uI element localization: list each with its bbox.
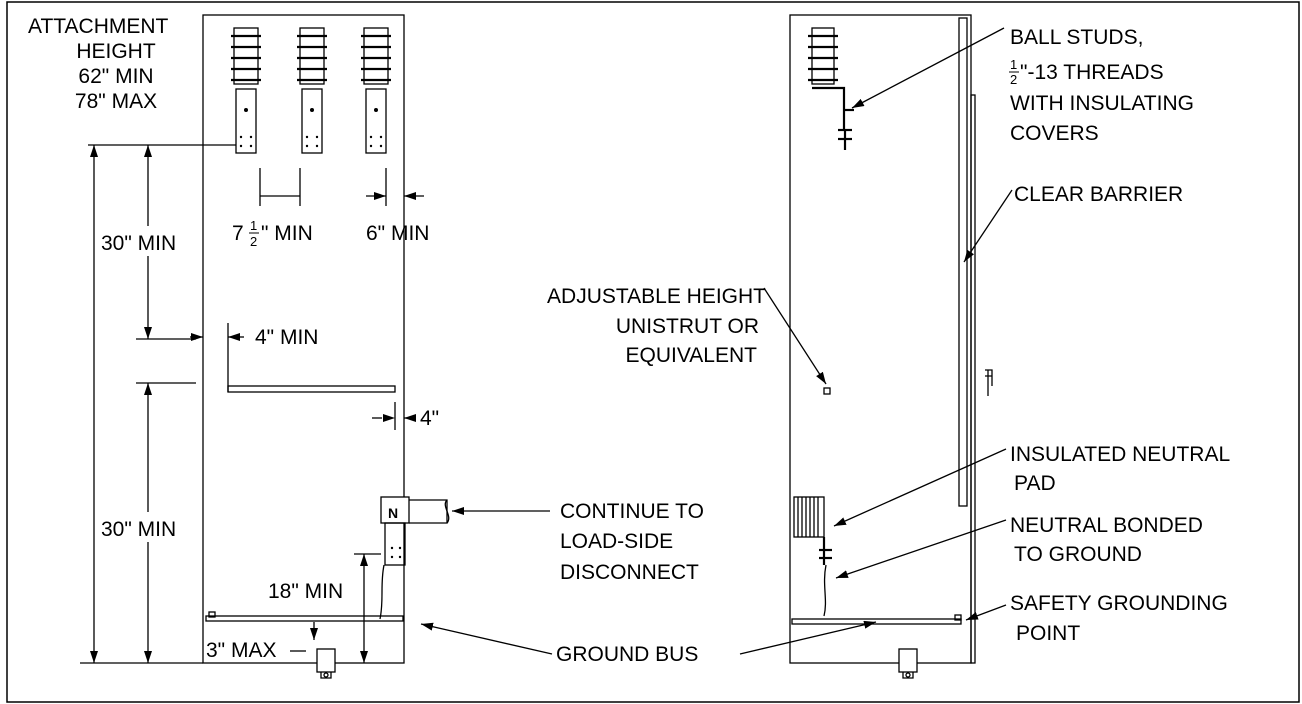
ball-studs-line-1: BALL STUDS, xyxy=(1010,26,1143,49)
front-view: N xyxy=(28,14,450,679)
bus-height-label: 3" MAX xyxy=(206,639,276,662)
side-view: BALL STUDS, 1 2 "-13 THREADS WITH INSULA… xyxy=(789,14,1230,679)
stud-spacing-denominator: 2 xyxy=(250,234,257,249)
unistrut-line-2: UNISTRUT OR xyxy=(616,315,759,338)
stud-spacing-numerator: 1 xyxy=(250,218,257,233)
neutral-bonded-line-2: TO GROUND xyxy=(1014,543,1142,566)
attachment-height-line-2: HEIGHT xyxy=(76,40,156,63)
side-clearance-label: 6" MIN xyxy=(366,222,429,245)
shelf-clearance-side-label: 4" xyxy=(420,407,439,430)
side-neutral-pad xyxy=(793,496,832,617)
ground-bus-label: GROUND BUS xyxy=(556,643,698,666)
safety-ground-line-2: POINT xyxy=(1016,622,1080,645)
ball-studs-denominator: 2 xyxy=(1010,72,1017,87)
stud-spacing-suffix: " MIN xyxy=(261,222,313,245)
ball-studs-numerator: 1 xyxy=(1010,57,1017,72)
insulated-neutral-line-2: PAD xyxy=(1014,472,1056,495)
front-conduit xyxy=(316,648,336,679)
stud-spacing-prefix: 7 xyxy=(232,222,244,245)
neutral-mark: N xyxy=(388,505,398,521)
continue-line-1: CONTINUE TO xyxy=(560,500,704,523)
upper-span-label: 30" MIN xyxy=(101,232,176,255)
side-enclosure xyxy=(789,14,972,664)
continue-line-2: LOAD-SIDE xyxy=(560,530,673,553)
middle-callouts: CONTINUE TO LOAD-SIDE DISCONNECT GROUND … xyxy=(420,285,877,666)
neutral-pad: N xyxy=(379,496,450,620)
neutral-bonded-line-1: NEUTRAL BONDED xyxy=(1010,514,1203,537)
unistrut-shelf xyxy=(227,385,396,393)
safety-ground-line-1: SAFETY GROUNDING xyxy=(1010,592,1228,615)
ground-bus-side xyxy=(791,618,962,625)
ball-studs-line-3: WITH INSULATING xyxy=(1010,92,1194,115)
ball-studs-line-4: COVERS xyxy=(1010,122,1099,145)
unistrut-line-3: EQUIVALENT xyxy=(626,344,758,367)
insulator-stack-2 xyxy=(297,27,327,154)
clear-barrier xyxy=(958,17,968,507)
front-enclosure xyxy=(202,14,405,664)
insulator-stack-3 xyxy=(361,27,391,154)
clear-barrier-label: CLEAR BARRIER xyxy=(1014,183,1183,206)
ground-bus-front xyxy=(205,615,404,622)
lower-span-label: 30" MIN xyxy=(101,518,176,541)
insulator-stack-1 xyxy=(231,27,261,154)
attachment-height-line-1: ATTACHMENT xyxy=(28,15,169,38)
insulated-neutral-line-1: INSULATED NEUTRAL xyxy=(1010,443,1230,466)
ball-studs-line-2: "-13 THREADS xyxy=(1020,61,1164,84)
drawing-border xyxy=(6,1,1300,703)
shelf-clearance-top-label: 4" MIN xyxy=(255,326,318,349)
side-conduit xyxy=(898,648,918,679)
attachment-height-line-3: 62" MIN xyxy=(78,65,153,88)
unistrut-line-1: ADJUSTABLE HEIGHT xyxy=(547,285,766,308)
side-insulator-stack xyxy=(808,27,854,150)
continue-line-3: DISCONNECT xyxy=(560,561,699,584)
attachment-height-line-4: 78" MAX xyxy=(75,90,157,113)
neutral-height-label: 18" MIN xyxy=(268,580,343,603)
